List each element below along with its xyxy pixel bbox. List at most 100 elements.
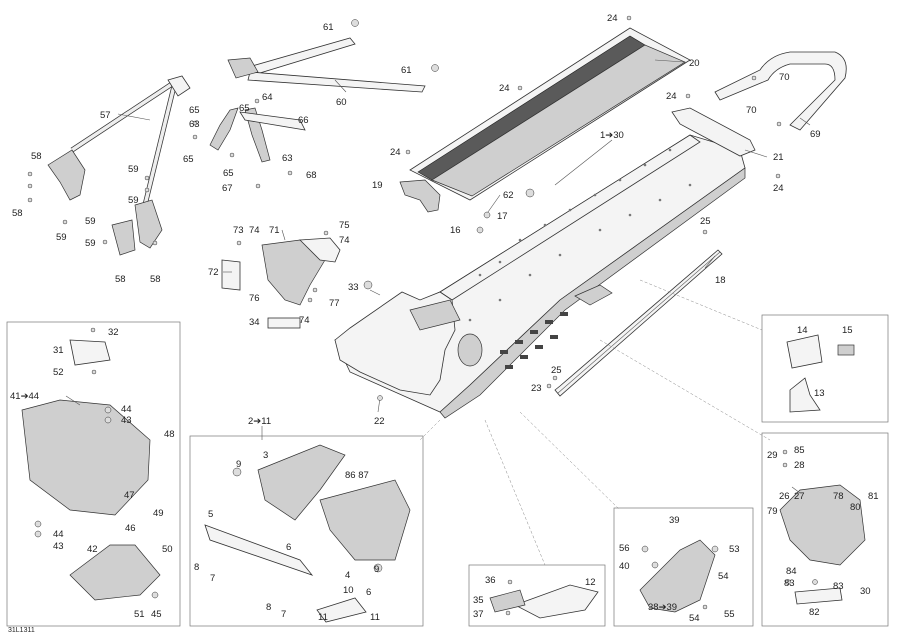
label-5: 5: [208, 509, 213, 520]
label-24d: 24: [666, 91, 677, 102]
label-82: 82: [809, 607, 820, 618]
callout-labels: 1➔30 2➔11 3 4 5 6 6 7 7 8 8 9 9 10 11 11…: [8, 13, 879, 634]
rear-bracket-78: [779, 484, 866, 566]
box-front-bracket: [6, 321, 181, 627]
label-70b: 70: [746, 105, 757, 116]
label-10: 10: [343, 585, 354, 596]
rear-bracket: [671, 107, 756, 157]
label-55: 55: [724, 609, 735, 620]
box-skid-plate: [468, 564, 606, 627]
label-75: 75: [339, 220, 350, 231]
box-footrest: [761, 314, 889, 423]
label-44b: 44: [53, 529, 64, 540]
bracket-66: [239, 111, 306, 131]
label-85: 85: [794, 445, 805, 456]
label-34: 34: [249, 317, 260, 328]
label-23: 23: [531, 383, 542, 394]
bar-82: [794, 587, 843, 605]
label-61a: 61: [323, 22, 334, 33]
label-6b: 6: [366, 587, 371, 598]
label-1-30: 1➔30: [600, 130, 624, 141]
label-32: 32: [108, 327, 119, 338]
label-25a: 25: [700, 216, 711, 227]
label-38-39: 38➔39: [648, 602, 677, 613]
label-18: 18: [715, 275, 726, 286]
label-36: 36: [485, 575, 496, 586]
label-59b: 59: [128, 195, 139, 206]
label-77: 77: [329, 298, 340, 309]
front-bracket: [21, 399, 151, 516]
plate-14: [786, 334, 823, 369]
bracket-left: [209, 107, 239, 151]
label-42: 42: [87, 544, 98, 555]
steering-support: [47, 75, 191, 256]
label-16: 16: [450, 225, 461, 236]
label-73: 73: [233, 225, 244, 236]
label-56: 56: [619, 543, 630, 554]
label-72: 72: [208, 267, 219, 278]
label-65a: 65: [189, 105, 200, 116]
label-50: 50: [162, 544, 173, 555]
label-17: 17: [497, 211, 508, 222]
panel-71: [221, 237, 341, 306]
label-35: 35: [473, 595, 484, 606]
clip-15: [837, 344, 855, 356]
label-57: 57: [100, 110, 111, 121]
label-53: 53: [729, 544, 740, 555]
label-74b: 74: [339, 235, 350, 246]
label-54b: 54: [689, 613, 700, 624]
label-13: 13: [814, 388, 825, 399]
label-45: 45: [151, 609, 162, 620]
step-bracket: [639, 539, 716, 613]
label-84: 84: [786, 566, 797, 577]
label-20: 20: [689, 58, 700, 69]
label-49: 49: [153, 508, 164, 519]
label-19: 19: [372, 180, 383, 191]
label-67: 67: [222, 183, 233, 194]
label-59a: 59: [128, 164, 139, 175]
clip-34: [267, 317, 301, 329]
label-26: 26: [779, 491, 790, 502]
rear-bumper: [714, 51, 847, 131]
diagram-code: 31L1311: [8, 627, 35, 634]
cross-member-right: [319, 479, 411, 561]
label-31: 31: [53, 345, 64, 356]
label-24c: 24: [390, 147, 401, 158]
label-83a: 83: [784, 578, 795, 589]
label-48: 48: [164, 429, 175, 440]
label-4: 4: [345, 570, 350, 581]
label-24e: 24: [773, 183, 784, 194]
tunnel-frame: [334, 134, 746, 419]
label-70a: 70: [779, 72, 790, 83]
label-27: 27: [794, 491, 805, 502]
label-8a: 8: [194, 562, 199, 573]
label-86-87: 86 87: [345, 470, 369, 481]
label-6a: 6: [286, 542, 291, 553]
label-71: 71: [269, 225, 280, 236]
label-14: 14: [797, 325, 808, 336]
label-68: 68: [306, 170, 317, 181]
label-65b: 65: [223, 168, 234, 179]
label-54a: 54: [718, 571, 729, 582]
label-12: 12: [585, 577, 596, 588]
label-24a: 24: [607, 13, 618, 24]
part-42: [69, 544, 161, 601]
label-76: 76: [249, 293, 260, 304]
label-65d: 65: [183, 154, 194, 165]
label-58b: 58: [12, 208, 23, 219]
label-30: 30: [860, 586, 871, 597]
label-46: 46: [125, 523, 136, 534]
fasteners: [27, 15, 818, 616]
label-22: 22: [374, 416, 385, 427]
label-40: 40: [619, 561, 630, 572]
plate-10: [316, 597, 367, 623]
label-9a: 9: [236, 459, 241, 470]
support-arm: [227, 37, 426, 93]
label-81: 81: [868, 491, 879, 502]
bar-5: [204, 524, 314, 576]
footrest-bracket: [399, 179, 441, 213]
label-39: 39: [669, 515, 680, 526]
label-7a: 7: [210, 573, 215, 584]
